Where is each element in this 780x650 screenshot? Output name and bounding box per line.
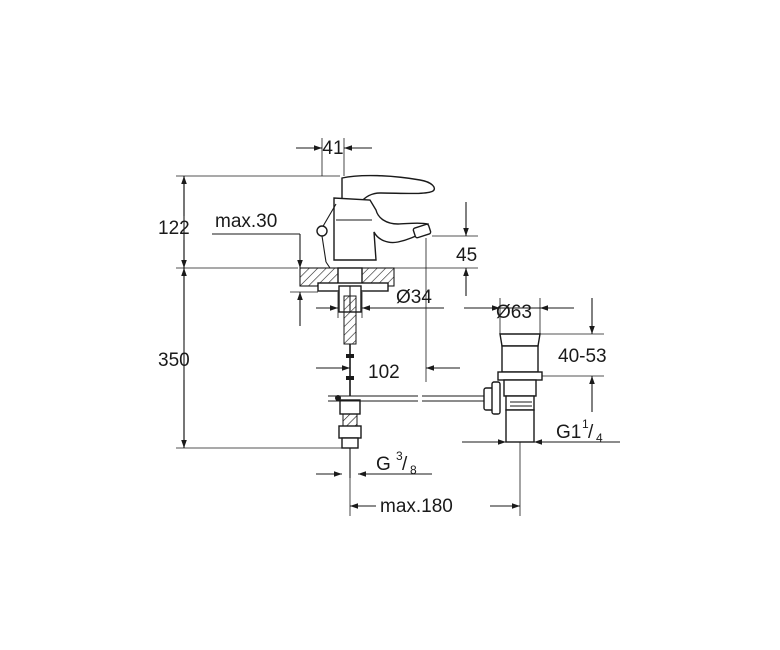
dim-350: 350 (158, 268, 342, 449)
popup-rod (328, 381, 501, 415)
g38-label: G (376, 454, 391, 475)
dim-dia63-label: Ø63 (496, 302, 532, 323)
dim-41-label: 41 (322, 138, 343, 159)
dim-dia34-label: Ø34 (396, 287, 432, 308)
dim-max30-label: max.30 (215, 211, 277, 232)
g1-label: G1 (556, 422, 581, 443)
dim-max30: max.30 (212, 211, 318, 326)
g1-fraction-slash: / (588, 422, 594, 443)
dim-122-label: 122 (158, 218, 190, 239)
g1-fraction-numerator: 1 (582, 417, 589, 431)
g38-fraction-denominator: 8 (410, 463, 417, 477)
dim-40-53: 40-53 (540, 298, 607, 412)
dim-45: 45 (394, 202, 478, 296)
fixing-assembly (317, 282, 389, 478)
dim-45-label: 45 (456, 245, 477, 266)
g38-fraction-slash: / (402, 454, 408, 475)
faucet-body (316, 174, 436, 269)
dim-g1-1-4: G1 1 / 4 (462, 417, 620, 445)
dim-102: 102 (316, 238, 460, 383)
dim-350-label: 350 (158, 350, 190, 371)
dim-dia34: Ø34 (316, 287, 444, 318)
dim-41: 41 (296, 138, 372, 176)
drain-waste (497, 333, 543, 443)
dim-102-label: 102 (368, 362, 400, 383)
dim-max180-label: max.180 (380, 496, 453, 517)
dim-40-53-label: 40-53 (558, 346, 607, 367)
dim-max180: max.180 (349, 442, 521, 517)
g1-fraction-denominator: 4 (596, 431, 603, 445)
dim-122: 122 (158, 175, 340, 269)
g38-fraction-numerator: 3 (396, 449, 403, 463)
dim-g-3-8: G 3 / 8 (316, 449, 432, 477)
dim-dia63: Ø63 (464, 298, 574, 334)
